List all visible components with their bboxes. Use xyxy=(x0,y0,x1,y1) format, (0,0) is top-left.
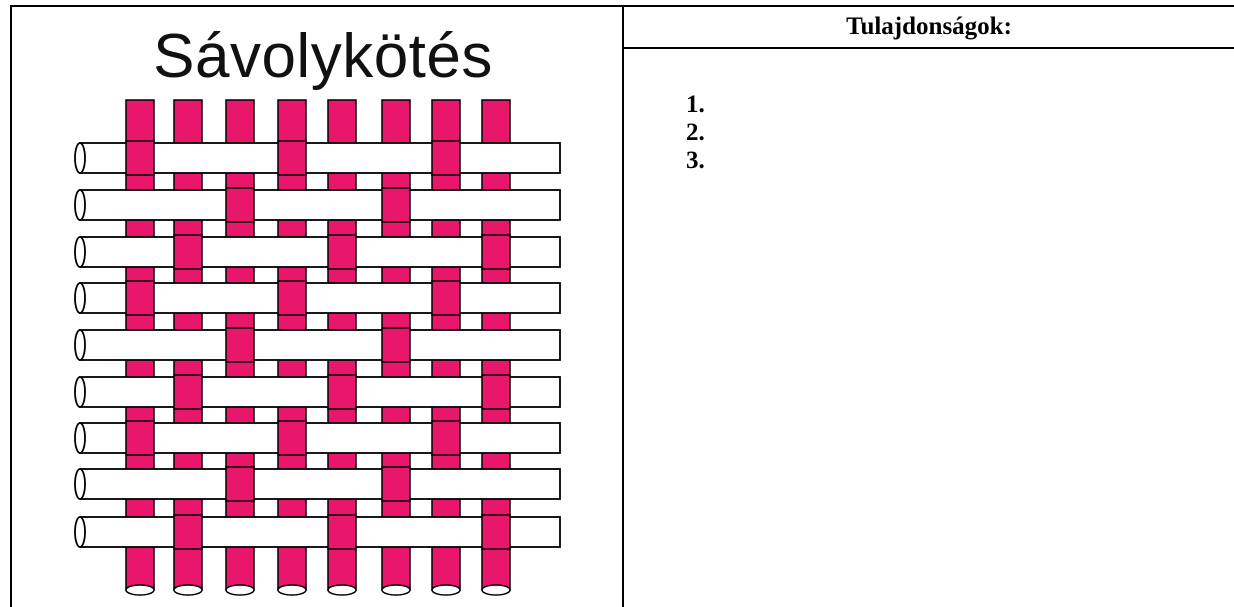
properties-header: Tulajdonságok: xyxy=(624,13,1234,41)
list-item: 2. xyxy=(686,119,705,147)
list-item: 1. xyxy=(686,91,705,119)
properties-cell: Tulajdonságok: 1. 2. 3. xyxy=(624,7,1234,607)
twill-weave-illustration xyxy=(12,7,622,607)
weave-title: Sávolykötés xyxy=(12,21,634,92)
weave-figure-cell: Sávolykötés xyxy=(12,7,622,607)
properties-list: 1. 2. 3. xyxy=(686,91,705,175)
list-item: 3. xyxy=(686,147,705,175)
